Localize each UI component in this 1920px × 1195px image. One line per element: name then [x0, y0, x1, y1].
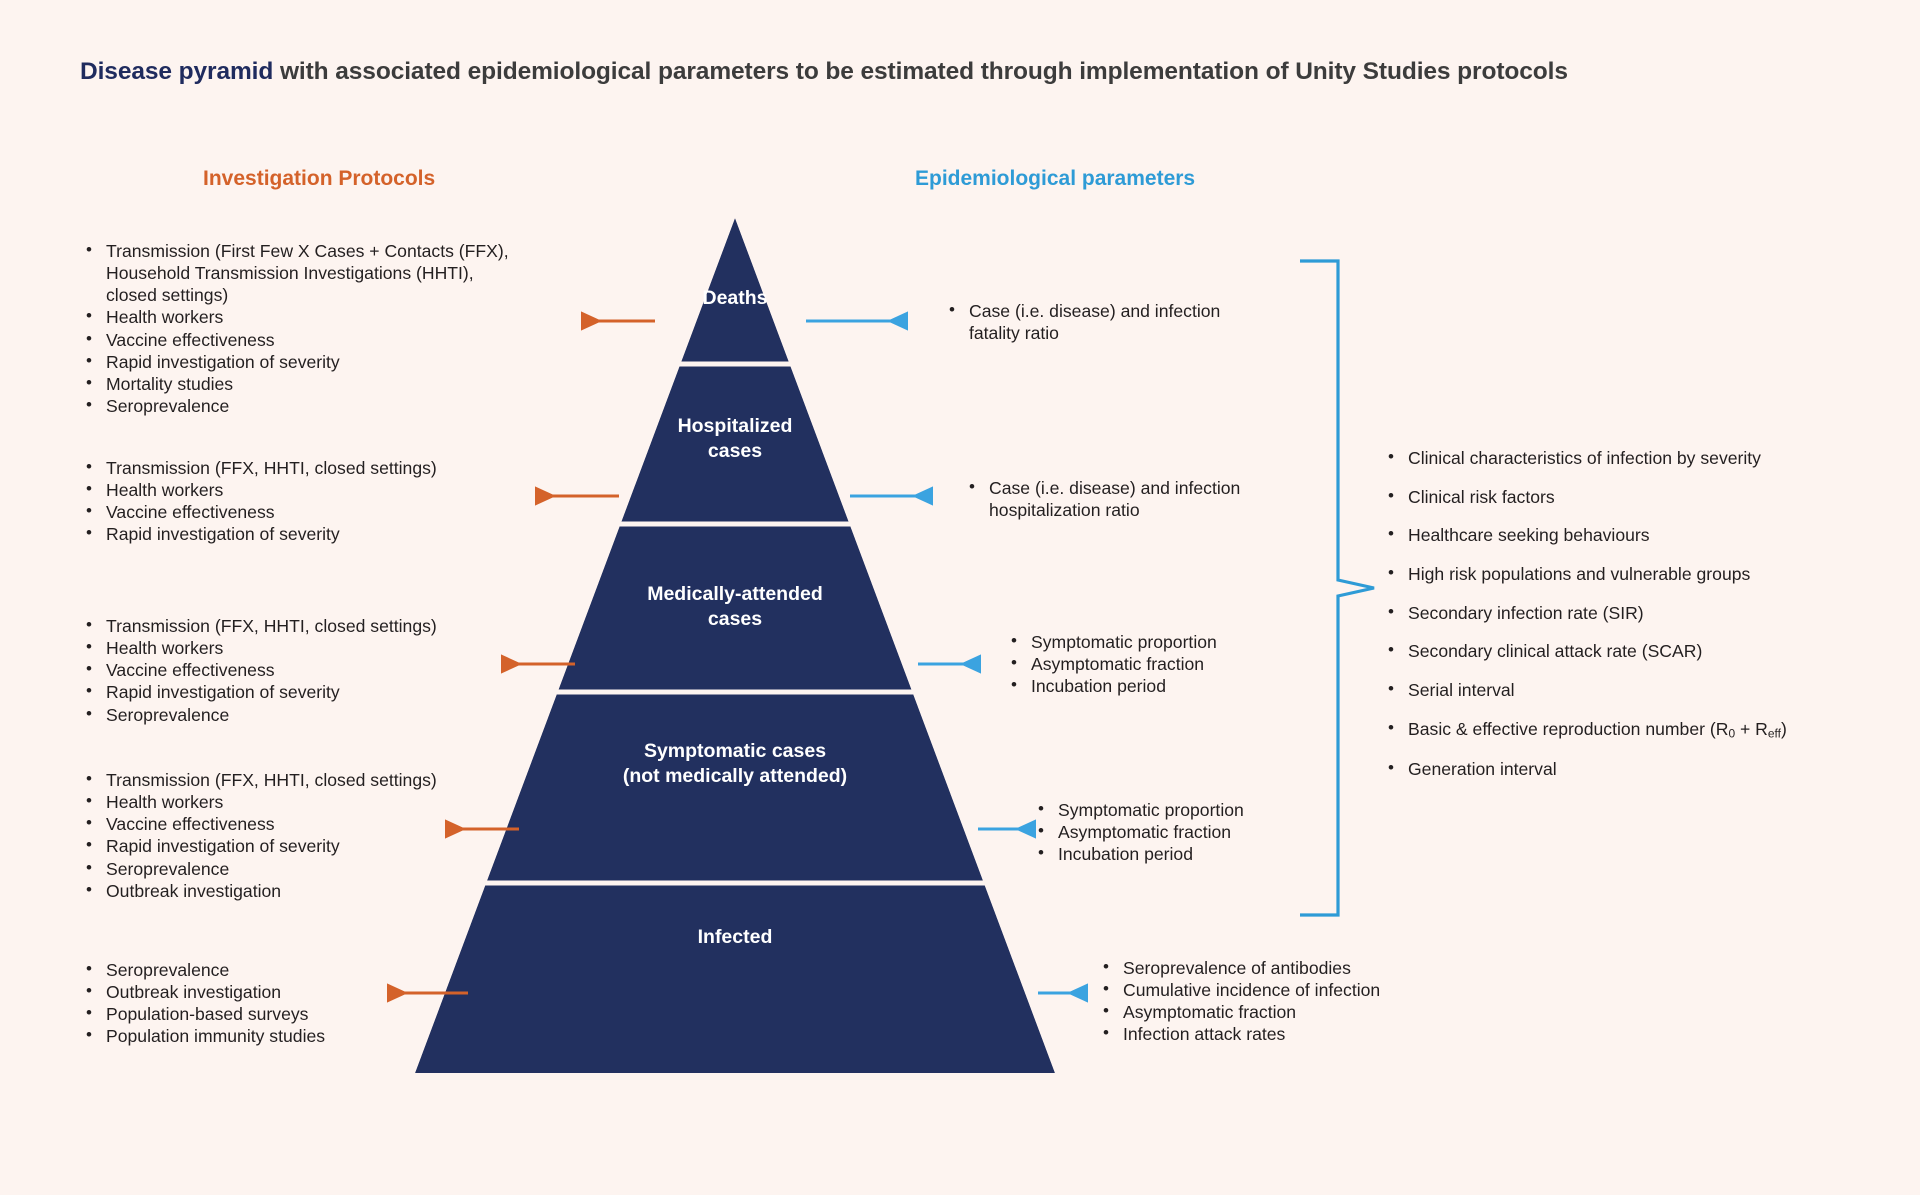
- list-item: Asymptomatic fraction: [1005, 652, 1335, 675]
- list-item: Seroprevalence: [80, 703, 480, 726]
- protocols-list-hospitalized: Transmission (FFX, HHTI, closed settings…: [80, 456, 480, 546]
- pyramid-level-label-deaths: Deaths: [702, 287, 768, 309]
- protocols-group-symptomatic: Transmission (FFX, HHTI, closed settings…: [80, 768, 480, 902]
- parameters-group-symptomatic: Symptomatic proportionAsymptomatic fract…: [1032, 798, 1362, 865]
- protocols-list-symptomatic: Transmission (FFX, HHTI, closed settings…: [80, 768, 480, 902]
- column-header-epidemiological-parameters: Epidemiological parameters: [915, 167, 1196, 190]
- list-item: Incubation period: [1032, 842, 1362, 865]
- list-item: Healthcare seeking behaviours: [1382, 523, 1882, 546]
- parameters-list-infected: Seroprevalence of antibodiesCumulative i…: [1097, 956, 1457, 1046]
- list-item: Generation interval: [1382, 757, 1882, 780]
- protocols-group-infected: SeroprevalenceOutbreak investigationPopu…: [80, 958, 480, 1048]
- pyramid-level-label-medically-attended: Medically-attended cases: [647, 583, 823, 630]
- parameters-list-medically-attended: Symptomatic proportionAsymptomatic fract…: [1005, 630, 1335, 697]
- list-item: Cumulative incidence of infection: [1097, 978, 1457, 1001]
- cross-cutting-bracket: [1300, 259, 1375, 917]
- protocols-group-deaths: Transmission (First Few X Cases + Contac…: [80, 239, 510, 417]
- list-item: Health workers: [80, 478, 480, 501]
- list-item: Seroprevalence: [80, 958, 480, 981]
- pyramid-level-label-infected: Infected: [697, 926, 773, 948]
- parameters-list-hospitalized: Case (i.e. disease) and infection hospit…: [963, 476, 1313, 521]
- list-item: Vaccine effectiveness: [80, 812, 480, 835]
- list-item: Case (i.e. disease) and infection hospit…: [963, 476, 1313, 521]
- list-item: Vaccine effectiveness: [80, 658, 480, 681]
- list-item: Health workers: [80, 790, 480, 813]
- list-item: Clinical characteristics of infection by…: [1382, 446, 1882, 469]
- list-item: Symptomatic proportion: [1005, 630, 1335, 653]
- list-item: Seroprevalence: [80, 857, 480, 880]
- pyramid-edge-mask: [415, 218, 1055, 1073]
- list-item: Rapid investigation of severity: [80, 350, 510, 373]
- list-item: Population-based surveys: [80, 1002, 480, 1025]
- parameters-group-hospitalized: Case (i.e. disease) and infection hospit…: [963, 476, 1313, 521]
- parameters-list-deaths: Case (i.e. disease) and infection fatali…: [943, 299, 1273, 344]
- list-item: Vaccine effectiveness: [80, 328, 510, 351]
- list-item: Rapid investigation of severity: [80, 834, 480, 857]
- parameters-group-infected: Seroprevalence of antibodiesCumulative i…: [1097, 956, 1457, 1046]
- bracket-path: [1300, 259, 1375, 917]
- parameters-group-deaths: Case (i.e. disease) and infection fatali…: [943, 299, 1273, 344]
- page-title: Disease pyramid with associated epidemio…: [80, 58, 1568, 86]
- parameters-list-symptomatic: Symptomatic proportionAsymptomatic fract…: [1032, 798, 1362, 865]
- column-header-investigation-protocols: Investigation Protocols: [203, 167, 436, 190]
- list-item: Transmission (FFX, HHTI, closed settings…: [80, 456, 480, 479]
- pyramid-level-label-symptomatic: Symptomatic cases (not medically attende…: [622, 740, 848, 787]
- list-item: High risk populations and vulnerable gro…: [1382, 562, 1882, 585]
- list-item: Seroprevalence of antibodies: [1097, 956, 1457, 979]
- pyramid-triangle: [415, 218, 1055, 1073]
- list-item: Health workers: [80, 305, 510, 328]
- protocols-group-hospitalized: Transmission (FFX, HHTI, closed settings…: [80, 456, 480, 546]
- protocols-list-infected: SeroprevalenceOutbreak investigationPopu…: [80, 958, 480, 1048]
- list-item: Asymptomatic fraction: [1032, 820, 1362, 843]
- list-item: Rapid investigation of severity: [80, 522, 480, 545]
- cross-cutting-parameters-list: Clinical characteristics of infection by…: [1382, 446, 1882, 780]
- list-item: Mortality studies: [80, 372, 510, 395]
- list-item: Outbreak investigation: [80, 980, 480, 1003]
- list-item: Transmission (First Few X Cases + Contac…: [80, 239, 510, 306]
- list-item: Health workers: [80, 636, 480, 659]
- pyramid-shape: [415, 218, 1055, 1073]
- list-item: Transmission (FFX, HHTI, closed settings…: [80, 614, 480, 637]
- cross-cutting-parameters-group: Clinical characteristics of infection by…: [1382, 446, 1882, 796]
- protocols-list-deaths: Transmission (First Few X Cases + Contac…: [80, 239, 510, 417]
- list-item: Clinical risk factors: [1382, 485, 1882, 508]
- list-item: Case (i.e. disease) and infection fatali…: [943, 299, 1273, 344]
- list-item: Incubation period: [1005, 674, 1335, 697]
- list-item: Asymptomatic fraction: [1097, 1000, 1457, 1023]
- list-item: Secondary clinical attack rate (SCAR): [1382, 639, 1882, 662]
- list-item: Basic & effective reproduction number (R…: [1382, 717, 1882, 742]
- parameters-group-medically-attended: Symptomatic proportionAsymptomatic fract…: [1005, 630, 1335, 697]
- list-item: Seroprevalence: [80, 394, 510, 417]
- list-item: Outbreak investigation: [80, 879, 480, 902]
- list-item: Secondary infection rate (SIR): [1382, 601, 1882, 624]
- title-rest: with associated epidemiological paramete…: [273, 58, 1568, 85]
- pyramid-level-label-hospitalized: Hospitalized cases: [677, 415, 793, 462]
- list-item: Transmission (FFX, HHTI, closed settings…: [80, 768, 480, 791]
- protocols-list-medically-attended: Transmission (FFX, HHTI, closed settings…: [80, 614, 480, 726]
- protocols-group-medically-attended: Transmission (FFX, HHTI, closed settings…: [80, 614, 480, 726]
- list-item: Population immunity studies: [80, 1024, 480, 1047]
- disease-pyramid: Deaths Hospitalized cases Medically-atte…: [415, 218, 1055, 1073]
- list-item: Vaccine effectiveness: [80, 500, 480, 523]
- list-item: Infection attack rates: [1097, 1022, 1457, 1045]
- list-item: Serial interval: [1382, 678, 1882, 701]
- list-item: Rapid investigation of severity: [80, 680, 480, 703]
- title-highlight: Disease pyramid: [80, 58, 274, 85]
- list-item: Symptomatic proportion: [1032, 798, 1362, 821]
